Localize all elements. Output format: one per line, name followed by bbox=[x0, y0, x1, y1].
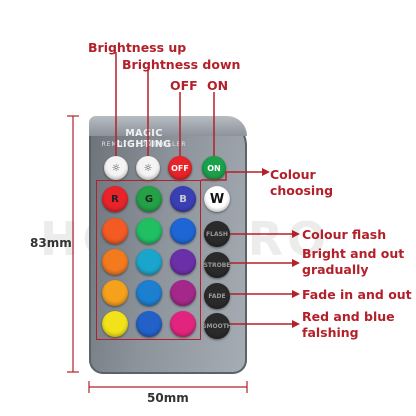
sun-up-icon: ☼ bbox=[111, 162, 121, 174]
colour-button[interactable] bbox=[136, 249, 162, 275]
green-button-label: G bbox=[144, 193, 154, 205]
brightness-up-button[interactable]: ☼ bbox=[104, 156, 128, 180]
colour-button[interactable] bbox=[170, 218, 196, 244]
width-dimension: 50mm bbox=[147, 391, 189, 405]
remote-subtitle: REMOTE CONTROLLER bbox=[101, 141, 187, 148]
colour-grid-frame bbox=[96, 180, 201, 340]
label-brightness-up: Brightness up bbox=[88, 40, 187, 55]
label-brightness-down: Brightness down bbox=[122, 57, 241, 72]
label-bright-out-1: Bright and out bbox=[302, 246, 405, 261]
fade-button[interactable]: FADE bbox=[204, 283, 230, 309]
label-on: ON bbox=[207, 78, 229, 93]
sun-down-icon: ☼ bbox=[143, 162, 153, 174]
blue-button-label: B bbox=[179, 193, 187, 205]
colour-button[interactable] bbox=[170, 249, 196, 275]
colour-button[interactable] bbox=[170, 280, 196, 306]
smooth-button-label: SMOOTH bbox=[202, 322, 232, 330]
remote-top-edge bbox=[89, 116, 247, 136]
fade-button-label: FADE bbox=[208, 292, 226, 300]
colour-button[interactable] bbox=[102, 218, 128, 244]
green-button[interactable]: G bbox=[136, 186, 162, 212]
colour-button[interactable] bbox=[170, 311, 196, 337]
red-button[interactable]: R bbox=[102, 186, 128, 212]
label-red-blue-2: falshing bbox=[302, 325, 359, 340]
white-button[interactable]: W bbox=[204, 186, 230, 212]
label-fade: Fade in and out bbox=[302, 287, 412, 302]
on-button-label: ON bbox=[207, 163, 221, 173]
label-colour-choosing-1: Colour bbox=[270, 167, 316, 182]
off-button-label: OFF bbox=[171, 163, 189, 173]
height-dimension: 83mm bbox=[30, 236, 72, 250]
blue-button[interactable]: B bbox=[170, 186, 196, 212]
remote-brand: MAGIC LIGHTING bbox=[116, 128, 172, 150]
colour-button[interactable] bbox=[102, 280, 128, 306]
label-off: OFF bbox=[170, 78, 198, 93]
brightness-down-button[interactable]: ☼ bbox=[136, 156, 160, 180]
strobe-button[interactable]: STROBE bbox=[204, 252, 230, 278]
on-button[interactable]: ON bbox=[202, 156, 226, 180]
colour-button[interactable] bbox=[136, 218, 162, 244]
off-button[interactable]: OFF bbox=[168, 156, 192, 180]
label-colour-choosing-2: choosing bbox=[270, 183, 334, 198]
colour-button[interactable] bbox=[136, 280, 162, 306]
strobe-button-label: STROBE bbox=[203, 261, 231, 269]
label-colour-flash: Colour flash bbox=[302, 227, 387, 242]
label-bright-out-2: gradually bbox=[302, 262, 369, 277]
smooth-button[interactable]: SMOOTH bbox=[202, 313, 232, 339]
flash-button[interactable]: FLASH bbox=[204, 221, 230, 247]
label-red-blue-1: Red and blue bbox=[302, 309, 395, 324]
flash-button-label: FLASH bbox=[206, 230, 228, 238]
white-button-label: W bbox=[209, 191, 225, 207]
colour-button[interactable] bbox=[102, 311, 128, 337]
red-button-label: R bbox=[111, 193, 119, 205]
colour-button[interactable] bbox=[136, 311, 162, 337]
colour-button[interactable] bbox=[102, 249, 128, 275]
